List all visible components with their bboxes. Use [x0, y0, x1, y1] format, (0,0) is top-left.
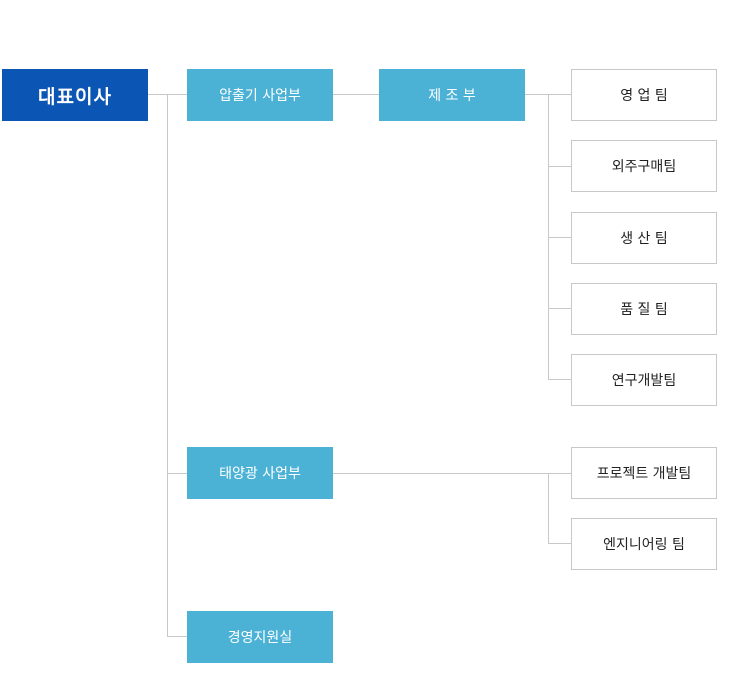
team-rnd-label: 연구개발팀: [611, 373, 677, 389]
team-quality-label: 품 질 팀: [620, 302, 668, 318]
team-outsourcing: 외주구매팀: [571, 140, 717, 192]
team-production: 생 산 팀: [571, 212, 717, 264]
division-manufacturing: 제 조 부: [379, 69, 525, 121]
team-outsourcing-label: 외주구매팀: [611, 159, 677, 175]
connector-to-solar: [167, 473, 187, 474]
team-sales-label: 영 업 팀: [620, 88, 668, 104]
division-management-label: 경영지원실: [227, 630, 293, 646]
division-solar-label: 태양광 사업부: [219, 466, 301, 482]
team-rnd: 연구개발팀: [571, 354, 717, 406]
connector-to-production: [548, 237, 571, 238]
division-management: 경영지원실: [187, 611, 333, 663]
connector-to-engineering: [548, 543, 571, 544]
division-solar: 태양광 사업부: [187, 447, 333, 499]
connector-to-outsourcing: [548, 166, 571, 167]
connector-solar-to-teams: [333, 473, 571, 474]
ceo-box: 대표이사: [2, 69, 148, 121]
connector-extrusion-to-manufacturing: [333, 94, 379, 95]
team-production-label: 생 산 팀: [620, 231, 668, 247]
team-engineering: 엔지니어링 팀: [571, 518, 717, 570]
team-engineering-label: 엔지니어링 팀: [603, 537, 685, 553]
team-project-dev-label: 프로젝트 개발팀: [596, 466, 692, 482]
team-project-dev: 프로젝트 개발팀: [571, 447, 717, 499]
division-extrusion: 압출기 사업부: [187, 69, 333, 121]
team-sales: 영 업 팀: [571, 69, 717, 121]
connector-to-rnd: [548, 379, 571, 380]
connector-main-vertical: [167, 94, 168, 637]
connector-to-management: [167, 636, 187, 637]
ceo-label: 대표이사: [38, 85, 112, 108]
division-extrusion-label: 압출기 사업부: [219, 88, 301, 104]
connector-solar-vertical: [548, 473, 549, 544]
connector-to-quality: [548, 308, 571, 309]
division-manufacturing-label: 제 조 부: [428, 88, 476, 104]
team-quality: 품 질 팀: [571, 283, 717, 335]
